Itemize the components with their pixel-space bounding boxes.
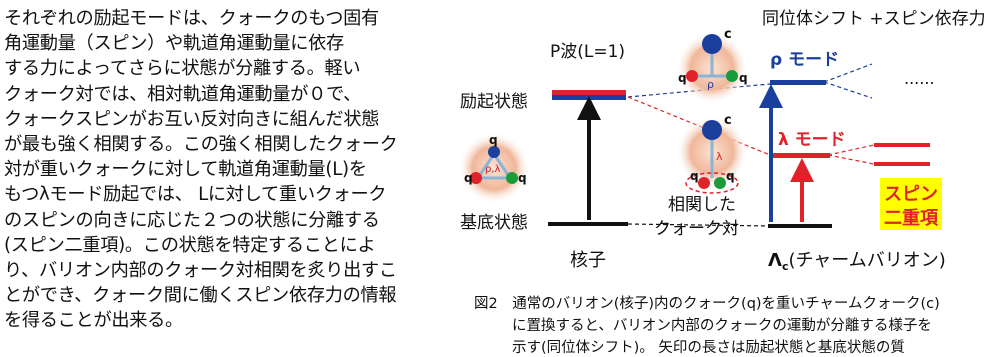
svg-text:ρ: ρ — [707, 78, 714, 91]
spin-doublet-lower-level — [874, 162, 930, 166]
body-text-line: のスピンの向きに応じた２つの状態に分離する — [4, 209, 380, 231]
spin-doublet-box — [880, 178, 942, 230]
svg-text:λ: λ — [716, 150, 723, 163]
body-text-line: クォーク対では、相対軌道角運動量が０で、 — [4, 83, 362, 105]
body-text-line: が最も強く相関する。この強く相関したクォーク — [4, 134, 398, 156]
correlated-pair-label-1: 相関した — [668, 195, 736, 215]
lambda-fan-upper — [827, 144, 875, 156]
charm-quark-dot — [702, 34, 722, 54]
more-levels-ellipsis: ...... — [904, 69, 935, 88]
svg-text:c: c — [724, 27, 732, 42]
svg-text:q: q — [464, 171, 473, 185]
nucleon-label: 核子 — [570, 250, 606, 271]
rho-quark-diagram: c q q ρ — [676, 27, 748, 104]
body-text-line: する力によってさらに状態が分離する。軽い — [4, 58, 361, 80]
quark-left-dot — [470, 172, 482, 184]
nucleon-excited-level-blue — [552, 95, 626, 100]
svg-text:q: q — [726, 169, 735, 183]
charm-quark-dot-lambda — [702, 120, 722, 140]
svg-text:q: q — [489, 133, 498, 147]
svg-text:ρ,λ: ρ,λ — [485, 164, 501, 175]
nucleon-excited-level — [552, 90, 626, 95]
svg-text:c: c — [724, 113, 732, 128]
lambda-mode-label: λ モード — [778, 130, 846, 150]
svg-text:q: q — [678, 71, 687, 85]
nucleon-quark-diagram: q q q ρ,λ — [458, 132, 530, 204]
body-text: それぞれの励起モードは、クォークのもつ固有角運動量（スピン）や軌道角運動量に依存… — [4, 6, 452, 334]
body-text-line: とができ、クォーク間に働くスピン依存力の情報 — [4, 285, 397, 307]
body-text-line: クォークスピンがお互い反対向きに組んだ状態 — [4, 108, 380, 130]
quark-right-dot — [506, 172, 518, 184]
pair-quark-left-dot — [698, 177, 710, 189]
correlated-pair-label-2: クォーク対 — [654, 219, 739, 239]
body-text-line: 対が重いクォークに対して軌道角運動量(L)を — [4, 159, 367, 181]
body-text-line: 角運動量（スピン）や軌道角運動量に依存 — [4, 33, 344, 55]
charm-ground-level — [768, 224, 832, 228]
spin-doublet-label-1: スピン — [884, 184, 938, 205]
ground-dashed-connector — [627, 223, 771, 227]
charm-baryon-label: Λc(チャームバリオン) — [768, 250, 946, 273]
svg-text:q: q — [739, 71, 748, 85]
caption-line-2: に置換すると、バリオン内部のクォークの運動が分離する様子を — [512, 318, 932, 334]
correlated-pair-ellipse — [685, 172, 739, 194]
light-quark-left-dot — [686, 70, 698, 82]
rho-mode-label: ρ モード — [770, 50, 839, 70]
quark-top-dot — [488, 146, 500, 158]
spin-doublet-label-2: 二重項 — [884, 207, 939, 229]
p-wave-label: P波(L=1) — [550, 42, 625, 62]
body-text-line: もつλモード励起では、 Lに対して重いクォーク — [4, 184, 387, 206]
body-text-line: (スピン二重項)。この状態を特定することによ — [4, 234, 376, 256]
body-text-line: を得ることが出来る。 — [4, 310, 183, 332]
energy-level-diagram: 同位体シフト +スピン依存力 P波(L=1) 励起状態 基底状態 核子 q q … — [458, 9, 986, 273]
svg-text:q: q — [518, 171, 527, 185]
isotope-shift-label: 同位体シフト +スピン依存力 — [762, 9, 986, 29]
ground-state-label: 基底状態 — [460, 213, 528, 233]
rho-mode-level — [770, 80, 826, 85]
lambda-fan-lower — [827, 154, 875, 165]
lambda-mode-level — [770, 153, 830, 158]
svg-text:q: q — [690, 169, 699, 183]
caption-line-3: 示す(同位体シフト)。 矢印の長さは励起状態と基底状態の質 — [512, 340, 905, 356]
rho-fan-upper — [823, 63, 873, 83]
caption-line-1: 図2 通常のバリオン(核子)内のクォーク(q)を重いチャームクォーク(c) — [474, 296, 940, 312]
nucleon-ground-level — [548, 222, 628, 226]
pair-quark-right-dot — [714, 177, 726, 189]
light-quark-right-dot — [726, 70, 738, 82]
body-text-line: り、バリオン内部のクォーク対相関を炙り出すこ — [4, 260, 397, 282]
excited-state-label: 励起状態 — [460, 92, 528, 112]
lambda-quark-diagram: c q q λ — [676, 113, 748, 194]
spin-doublet-upper-level — [874, 143, 930, 147]
rho-fan-lower — [823, 81, 873, 99]
body-text-line: それぞれの励起モードは、クォークのもつ固有 — [4, 8, 379, 29]
